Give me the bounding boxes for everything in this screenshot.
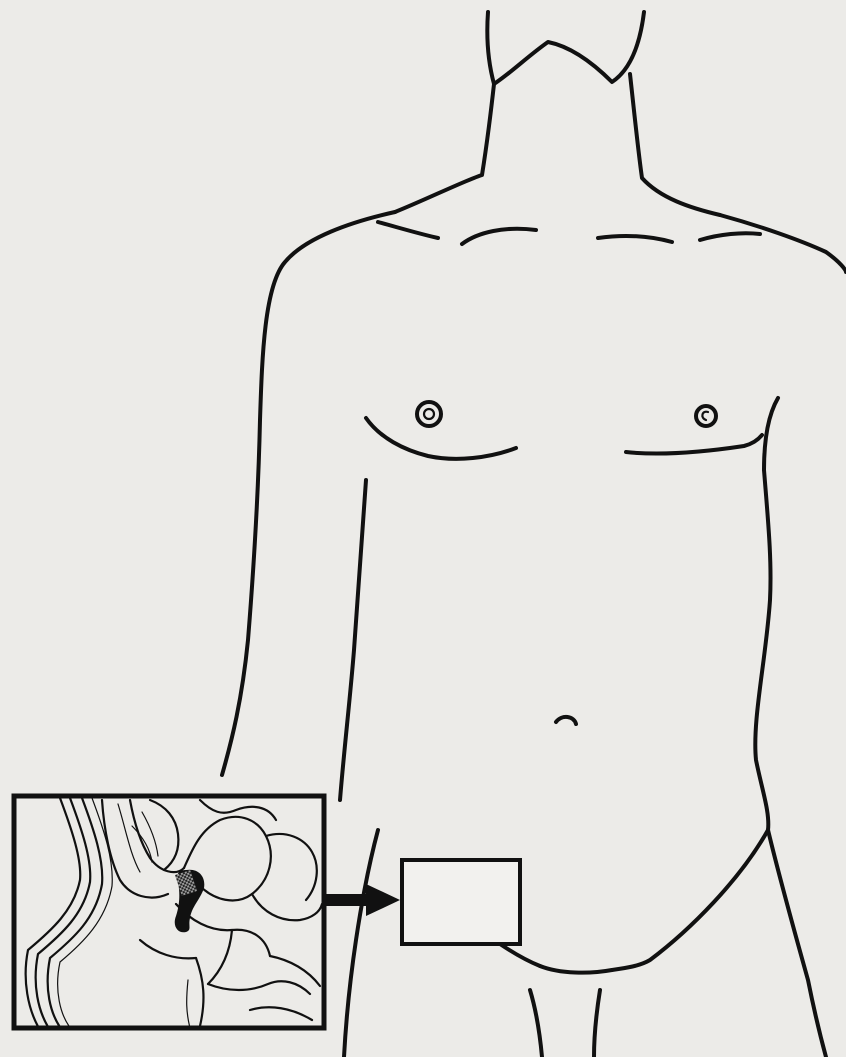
left-clavicle-inner — [462, 229, 536, 244]
groin-line-right — [540, 966, 612, 973]
right-pectoral-line — [626, 435, 762, 454]
right-body-outline — [755, 470, 770, 830]
right-hip-line — [612, 830, 768, 970]
groin-line-left — [500, 944, 540, 966]
right-thigh-line — [594, 990, 600, 1057]
right-clavicle — [598, 236, 672, 242]
right-armpit-line — [764, 398, 778, 470]
right-nipple-icon — [696, 406, 716, 426]
neck-right-side — [630, 74, 720, 215]
left-nipple-icon — [417, 402, 441, 426]
neck-outline — [487, 12, 644, 84]
left-abdomen-outline — [344, 830, 378, 1057]
left-shoulder-outline — [222, 212, 395, 775]
left-thigh-line — [530, 990, 542, 1057]
neck-left-side — [395, 84, 494, 212]
right-shoulder-outline — [720, 215, 846, 272]
left-clavicle — [378, 222, 438, 238]
intestine-inset — [14, 796, 324, 1030]
left-pectoral-line — [366, 418, 516, 459]
right-leg-outline — [768, 830, 826, 1057]
right-clavicle-outer — [700, 233, 760, 240]
navel-icon — [556, 717, 576, 724]
appendix-region-box — [402, 860, 520, 944]
left-arm-inner — [340, 480, 366, 800]
